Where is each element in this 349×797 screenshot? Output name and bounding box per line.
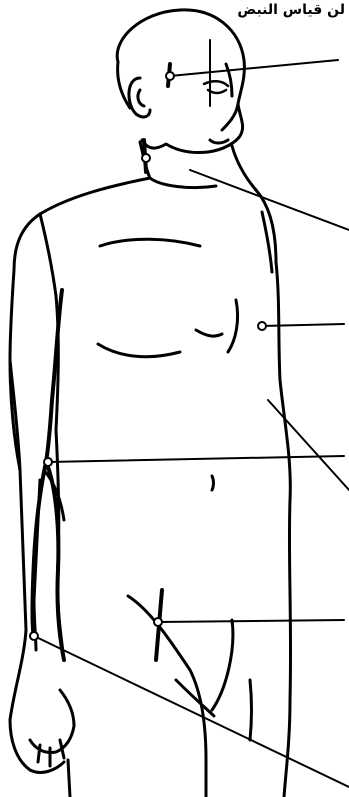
ear (129, 78, 150, 117)
temporal-pulse-point (166, 72, 174, 80)
eye (204, 81, 228, 93)
brachial-pulse-point (44, 458, 52, 466)
artery-lines (33, 64, 171, 660)
head-outline (117, 10, 244, 153)
carotid-pulse-point (142, 154, 150, 162)
radial-pulse-point (30, 632, 38, 640)
apical-pulse-point (258, 322, 266, 330)
hand (10, 690, 74, 797)
legs (128, 596, 252, 797)
femoral-pulse-point (154, 618, 162, 626)
